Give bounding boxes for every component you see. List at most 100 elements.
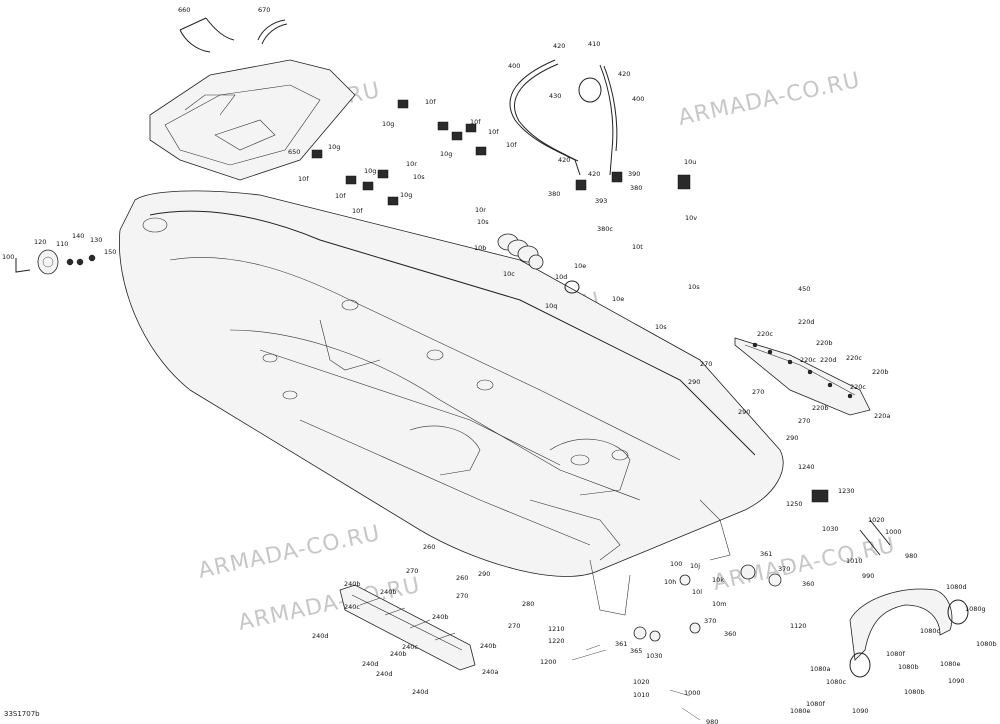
part-label-10j: 10j [690, 562, 700, 570]
part-label-10f_f: 10f [335, 192, 346, 200]
part-label-10f_d: 10f [506, 141, 517, 149]
diagram-id: 33S1707b [4, 710, 40, 718]
part-label-220c_d: 220c [850, 383, 866, 391]
part-label-10u: 10u [684, 158, 696, 166]
part-label-1080b_b: 1080b [898, 663, 919, 671]
part-label-270_f: 270 [508, 622, 520, 630]
part-label-240d_c: 240d [376, 670, 393, 678]
part-label-220d: 220d [798, 318, 815, 326]
part-label-10q: 10q [545, 302, 557, 310]
part-label-360_a: 360 [802, 580, 814, 588]
part-label-260: 260 [423, 543, 435, 551]
part-label-420_b: 420 [618, 70, 630, 78]
part-label-361_b: 361 [615, 640, 627, 648]
hose-assembly-400 [509, 59, 623, 191]
watermark-1: ARMADA-CO.RU [676, 68, 863, 131]
part-label-10g_d: 10g [364, 167, 376, 175]
part-label-220c_a: 220c [757, 330, 773, 338]
part-label-10f_a: 10f [425, 98, 436, 106]
part-label-1090: 1090 [948, 677, 965, 685]
part-label-10f_c: 10f [488, 128, 499, 136]
part-label-290_b: 290 [738, 408, 750, 416]
part-label-10m: 10m [712, 600, 727, 608]
sponson-240a [339, 584, 476, 671]
part-label-1080d: 1080d [946, 583, 967, 591]
part-label-240c_b: 240c [402, 643, 418, 651]
part-label-400_b: 400 [632, 95, 644, 103]
part-label-400_a: 400 [508, 62, 520, 70]
part-label-10f_e: 10f [298, 175, 309, 183]
part-label-390: 390 [628, 170, 640, 178]
part-label-240b_e: 240b [344, 580, 361, 588]
handle-660 [179, 17, 235, 53]
part-label-220c_b: 220c [800, 356, 816, 364]
part-label-420_c: 420 [558, 156, 570, 164]
part-label-10s_a: 10s [413, 173, 425, 181]
part-label-270_e: 270 [456, 592, 468, 600]
part-label-10d: 10d [555, 273, 567, 281]
part-label-1200: 1200 [540, 658, 557, 666]
hull [118, 190, 784, 616]
part-label-270_a: 270 [700, 360, 712, 368]
part-label-110: 110 [56, 240, 68, 248]
part-label-10h: 10h [664, 578, 676, 586]
part-label-1080a: 1080a [810, 665, 831, 673]
part-label-150: 150 [104, 248, 116, 256]
vent-duct-10b [497, 233, 580, 294]
part-label-1080c_a: 1080c [920, 627, 941, 635]
part-label-280: 280 [522, 600, 534, 608]
part-label-220d_b: 220d [820, 356, 837, 364]
part-label-10f_b: 10f [470, 118, 481, 126]
part-label-240b_d: 240b [390, 650, 407, 658]
part-label-10g_e: 10g [400, 191, 412, 199]
part-label-10s_d: 10s [655, 323, 667, 331]
part-label-365: 365 [630, 647, 642, 655]
part-label-1000_b: 1000 [684, 689, 701, 697]
part-label-1030_b: 1030 [646, 652, 663, 660]
part-label-290_c: 290 [786, 434, 798, 442]
part-label-120: 120 [34, 238, 46, 246]
part-label-393: 393 [595, 197, 607, 205]
part-label-10g_b: 10g [440, 150, 452, 158]
part-label-450: 450 [798, 285, 810, 293]
part-label-660: 660 [178, 6, 190, 14]
part-label-130: 130 [90, 236, 102, 244]
part-label-980: 980 [905, 552, 917, 560]
part-label-1120: 1120 [790, 622, 807, 630]
handle-670 [257, 19, 288, 45]
part-label-360_b: 360 [724, 630, 736, 638]
part-label-1080f_a: 1080f [886, 650, 906, 658]
part-label-1080b_a: 1080b [976, 640, 997, 648]
part-label-420_d: 420 [588, 170, 600, 178]
part-label-10e_b: 10e [612, 295, 624, 303]
part-label-10s_c: 10s [688, 283, 700, 291]
part-label-10t: 10t [632, 243, 643, 251]
part-label-220b_b: 220b [872, 368, 889, 376]
part-label-1080b_c: 1080b [904, 688, 925, 696]
part-label-290_d: 290 [478, 570, 490, 578]
part-label-430: 430 [549, 92, 561, 100]
part-label-220b_c: 220b [812, 404, 829, 412]
part-label-10s_b: 10s [477, 218, 489, 226]
part-label-270_c: 270 [798, 417, 810, 425]
part-label-380_a: 380 [630, 184, 642, 192]
storage-cover-650 [149, 59, 356, 181]
fittings [633, 564, 782, 642]
part-label-1220: 1220 [548, 637, 565, 645]
part-label-1210: 1210 [548, 625, 565, 633]
part-label-650: 650 [288, 148, 300, 156]
sponson-220a [734, 337, 871, 416]
part-label-10r_b: 10r [475, 206, 486, 214]
part-label-290_a: 290 [688, 378, 700, 386]
part-label-10f_g: 10f [352, 207, 363, 215]
part-label-1080f_b: 1080f [806, 700, 826, 708]
part-label-410: 410 [588, 40, 600, 48]
part-label-370_a: 370 [778, 565, 790, 573]
part-label-361_a: 361 [760, 550, 772, 558]
part-label-270_b: 270 [752, 388, 764, 396]
part-label-240a: 240a [482, 668, 498, 676]
bolts [571, 644, 701, 721]
part-label-240d_d: 240d [412, 688, 429, 696]
